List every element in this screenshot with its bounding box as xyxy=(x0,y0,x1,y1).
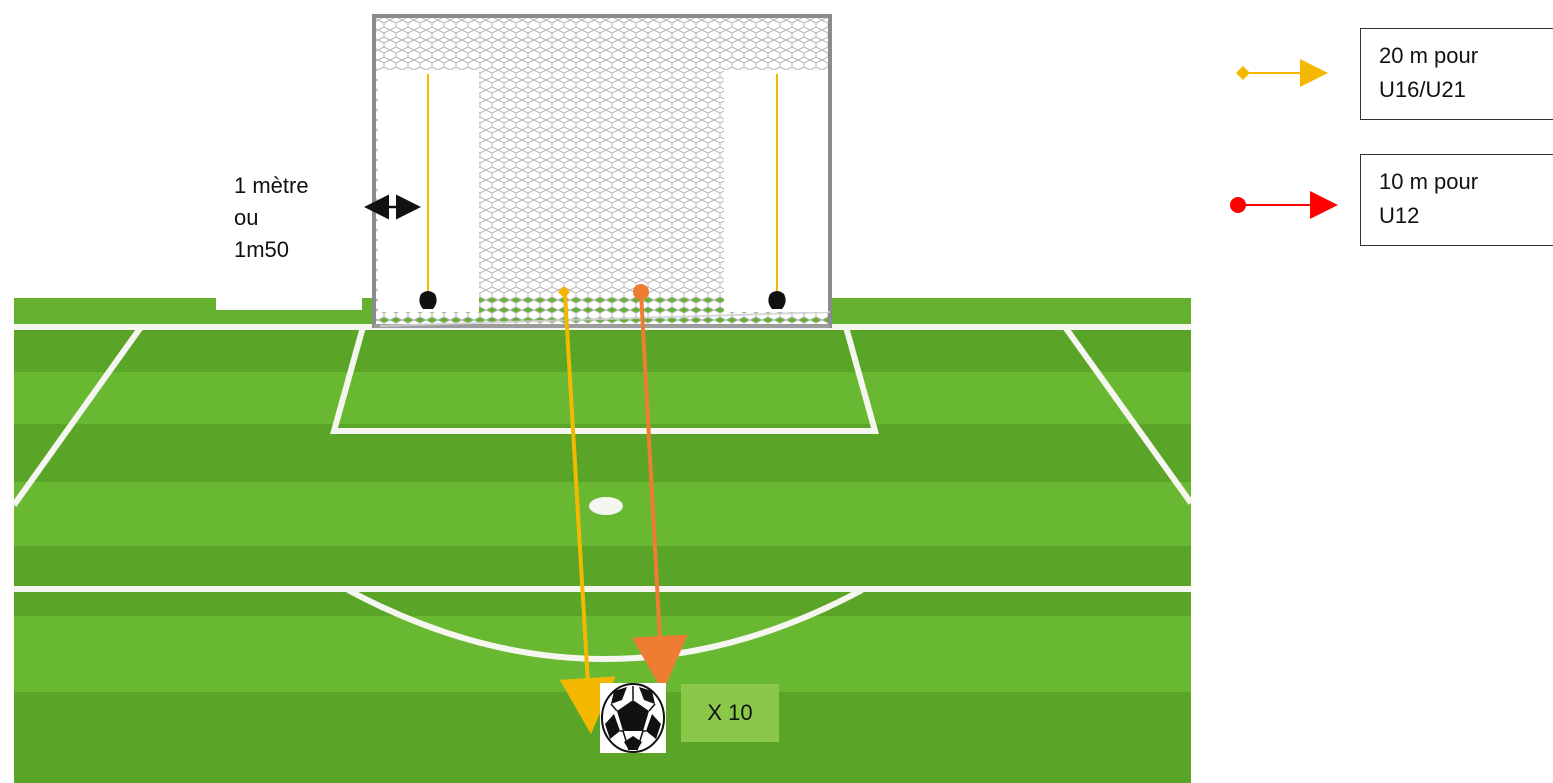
repeat-badge: X 10 xyxy=(681,684,779,742)
distance-label-line-3: 1m50 xyxy=(234,234,362,266)
legend-line-yellow xyxy=(1236,66,1320,80)
legend-2-line-2: U12 xyxy=(1379,199,1543,233)
legend-box-u12: 10 m pour U12 xyxy=(1360,154,1553,246)
penalty-spot xyxy=(589,497,623,515)
legend-1-line-1: 20 m pour xyxy=(1379,39,1543,73)
legend-box-u16-u21: 20 m pour U16/U21 xyxy=(1360,28,1553,120)
distance-label-line-1: 1 mètre xyxy=(234,170,362,202)
distance-label: 1 mètre ou 1m50 xyxy=(216,168,362,310)
legend-2-line-1: 10 m pour xyxy=(1379,165,1543,199)
legend-line-red xyxy=(1230,197,1330,213)
legend-1-line-2: U16/U21 xyxy=(1379,73,1543,107)
soccer-ball-icon xyxy=(600,683,666,753)
distance-label-line-2: ou xyxy=(234,202,362,234)
